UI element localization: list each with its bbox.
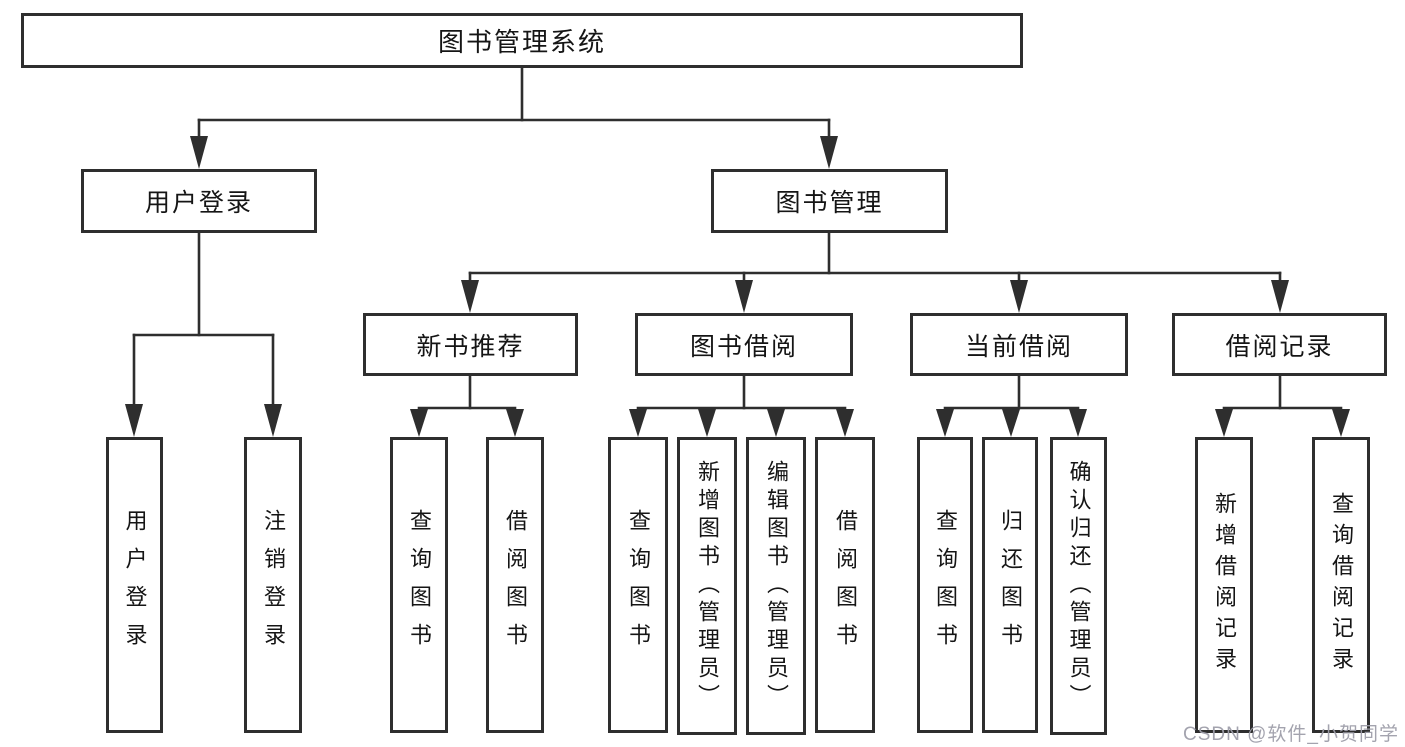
node-label: 注销登录 bbox=[261, 509, 286, 661]
leaf-recommend-query-book: 查询图书 bbox=[390, 437, 448, 733]
connector-book-management-branch bbox=[461, 231, 1289, 313]
node-book-management: 图书管理 bbox=[711, 169, 948, 233]
node-label: 借阅记录 bbox=[1225, 332, 1334, 361]
leaf-add-book-admin: 新增图书（管理员） bbox=[677, 437, 737, 735]
node-label: 查询图书 bbox=[933, 509, 958, 661]
node-book-borrow: 图书借阅 bbox=[635, 313, 853, 376]
node-label: 新增图书（管理员） bbox=[695, 460, 720, 712]
node-label: 编辑图书（管理员） bbox=[764, 460, 789, 712]
node-label: 归还图书 bbox=[998, 509, 1023, 661]
leaf-return-book: 归还图书 bbox=[982, 437, 1038, 733]
leaf-query-borrow-record: 查询借阅记录 bbox=[1312, 437, 1370, 733]
leaf-confirm-return-admin: 确认归还（管理员） bbox=[1050, 437, 1107, 735]
node-label: 查询借阅记录 bbox=[1329, 492, 1354, 678]
node-new-book-recommend: 新书推荐 bbox=[363, 313, 578, 376]
node-label: 用户登录 bbox=[144, 189, 253, 217]
leaf-add-borrow-record: 新增借阅记录 bbox=[1195, 437, 1253, 733]
leaf-borrow-book: 借阅图书 bbox=[815, 437, 875, 733]
connector-borrow-record-branch bbox=[1215, 374, 1350, 437]
connector-root-branch bbox=[190, 66, 838, 169]
node-label: 图书管理 bbox=[775, 189, 884, 217]
leaf-current-query-book: 查询图书 bbox=[917, 437, 973, 733]
node-label: 用户登录 bbox=[122, 509, 148, 661]
leaf-borrow-query-book: 查询图书 bbox=[608, 437, 668, 733]
node-library-system: 图书管理系统 bbox=[21, 13, 1023, 68]
node-label: 借阅图书 bbox=[503, 509, 528, 661]
node-current-borrow: 当前借阅 bbox=[910, 313, 1128, 376]
node-label: 新增借阅记录 bbox=[1212, 492, 1237, 678]
connector-book-borrow-branch bbox=[629, 374, 854, 437]
connector-current-borrow-branch bbox=[936, 374, 1087, 437]
node-label: 查询图书 bbox=[626, 509, 651, 661]
connector-user-login-branch bbox=[125, 231, 282, 437]
node-label: 图书借阅 bbox=[689, 332, 798, 361]
node-label: 当前借阅 bbox=[964, 332, 1073, 361]
node-user-login: 用户登录 bbox=[81, 169, 317, 233]
leaf-user-login: 用户登录 bbox=[106, 437, 163, 733]
node-label: 借阅图书 bbox=[833, 509, 858, 661]
node-label: 新书推荐 bbox=[416, 332, 525, 361]
leaf-edit-book-admin: 编辑图书（管理员） bbox=[746, 437, 806, 735]
watermark: CSDN @软件_小贺同学 bbox=[1183, 724, 1399, 745]
node-label: 图书管理系统 bbox=[437, 27, 606, 57]
node-borrow-record: 借阅记录 bbox=[1172, 313, 1387, 376]
leaf-logout: 注销登录 bbox=[244, 437, 302, 733]
leaf-recommend-borrow-book: 借阅图书 bbox=[486, 437, 544, 733]
connector-new-book-branch bbox=[410, 374, 524, 437]
node-label: 确认归还（管理员） bbox=[1066, 460, 1092, 712]
node-label: 查询图书 bbox=[407, 509, 432, 661]
